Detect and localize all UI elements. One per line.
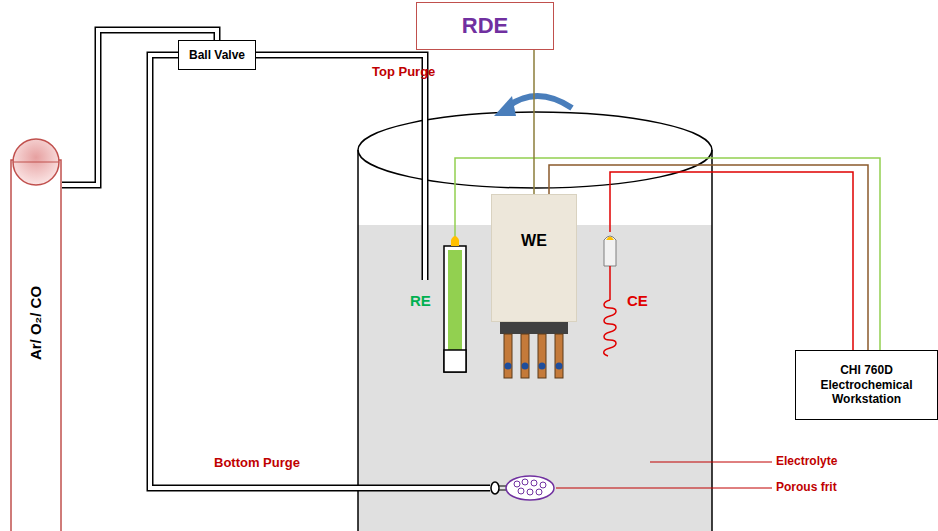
node-text: Ball Valve	[189, 48, 245, 62]
gas-cylinder: Ar/ O₂/ CO	[10, 138, 62, 531]
wire	[534, 50, 535, 194]
purge-label: Bottom Purge	[214, 455, 300, 470]
node-text: WE	[521, 231, 547, 250]
purge-label: Top Purge	[372, 64, 435, 79]
electrode-label: RE	[410, 292, 431, 309]
rotation-arrow	[494, 96, 572, 116]
wire	[549, 165, 868, 350]
leader-line	[650, 462, 772, 463]
porous-frit	[506, 476, 554, 500]
electrode-label: CE	[627, 292, 648, 309]
part-label: Electrolyte	[776, 454, 837, 468]
electrode-array	[500, 322, 568, 378]
counter-electrode	[604, 236, 616, 356]
node-text: Ar/ O₂/ CO	[27, 286, 45, 360]
part-label: Porous frit	[776, 480, 837, 494]
node-text: RDE	[462, 13, 508, 39]
re-wire	[455, 158, 880, 350]
ce-wire	[610, 172, 853, 350]
cell-vessel	[358, 112, 712, 531]
leader-line	[556, 488, 772, 489]
working-electrode: WE	[491, 194, 577, 322]
gas-line	[150, 55, 506, 494]
node-text: CHI 760D Electrochemical Workstation	[800, 363, 933, 406]
reference-electrode	[444, 236, 466, 372]
rde-box: RDE	[416, 2, 554, 50]
workstation-box: CHI 760D Electrochemical Workstation	[795, 350, 938, 420]
ball-valve-box: Ball Valve	[178, 40, 256, 70]
